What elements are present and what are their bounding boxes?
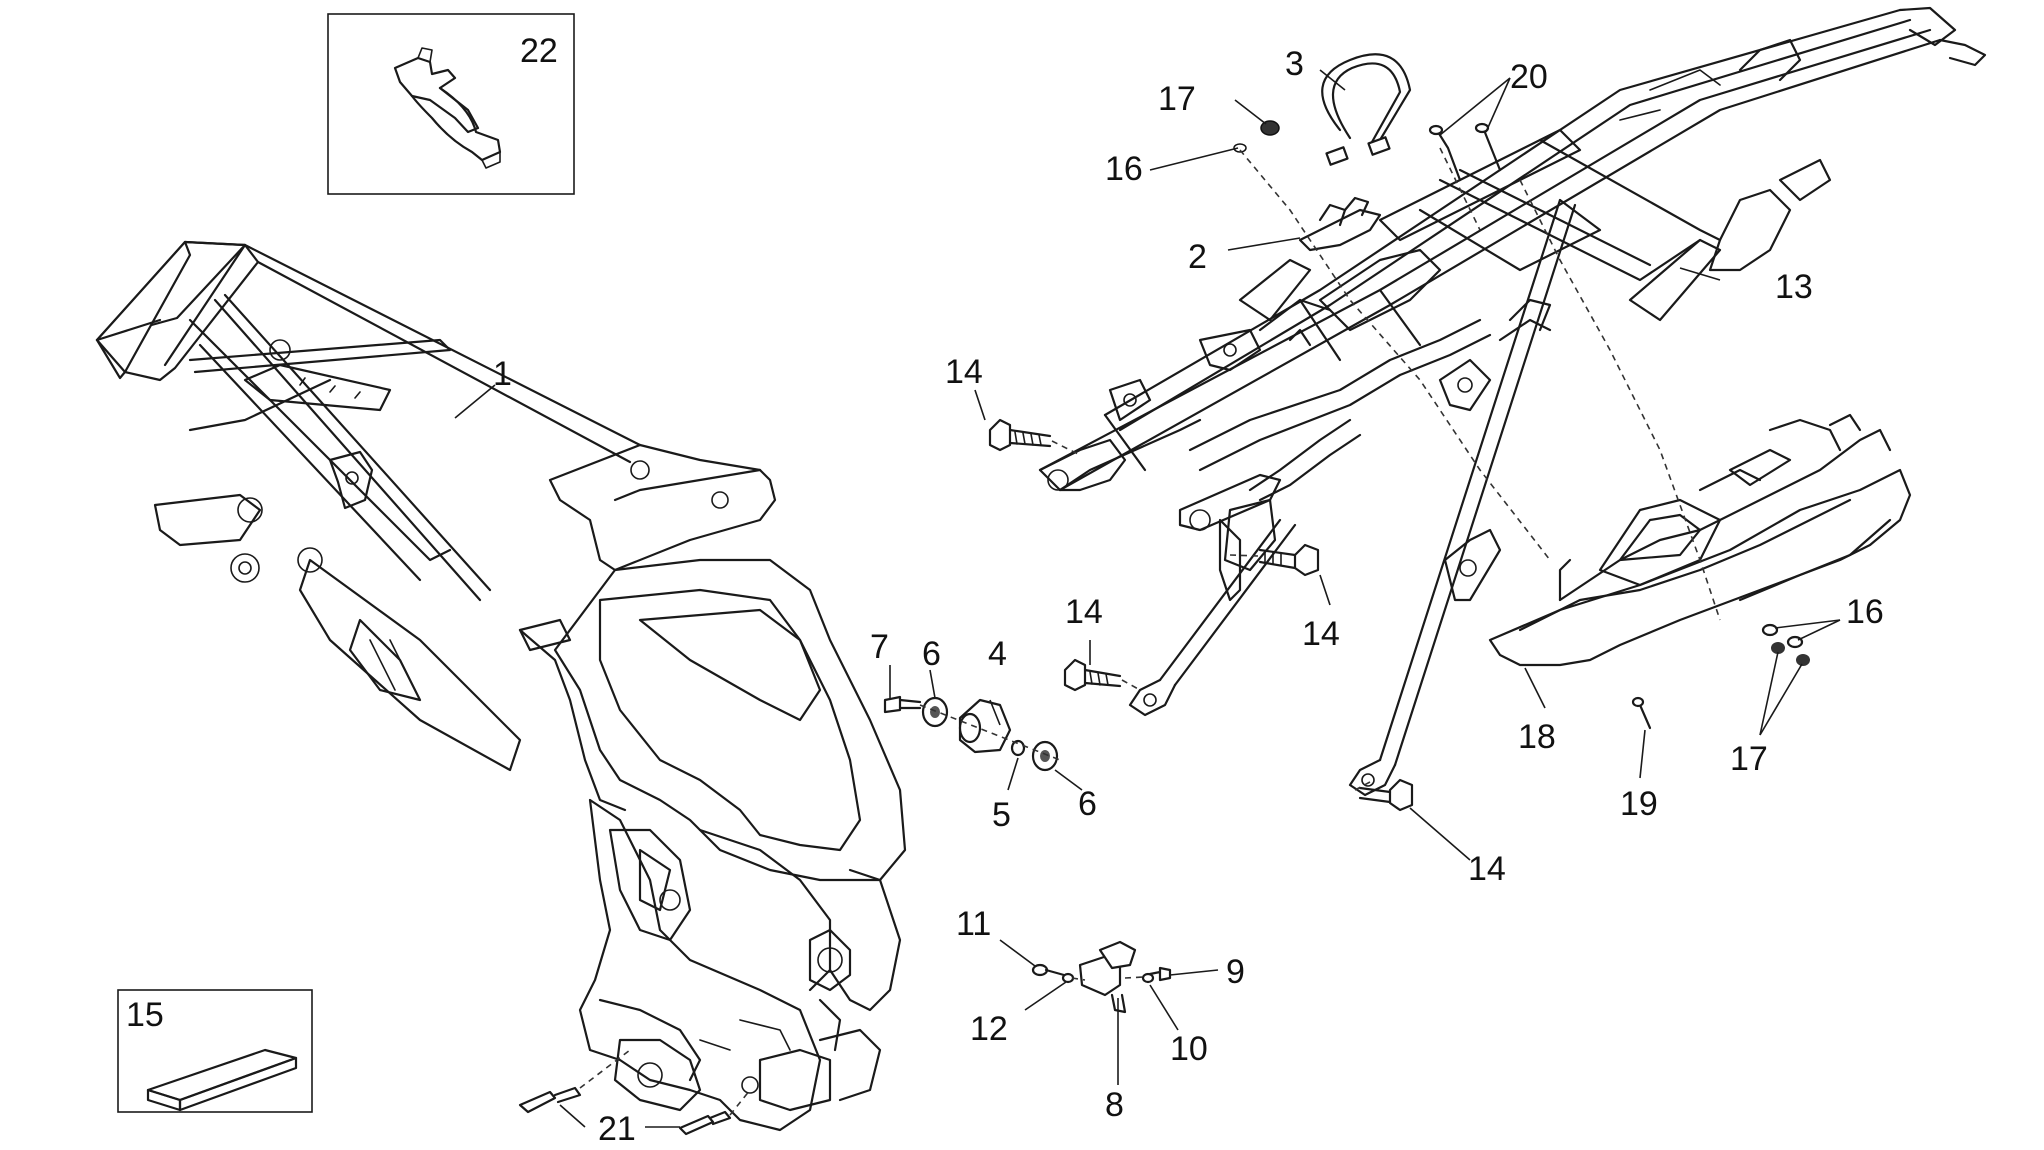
bolt-part-14-c	[1258, 543, 1320, 577]
label-3: 3	[1285, 45, 1304, 83]
label-19: 19	[1620, 785, 1658, 823]
label-9: 9	[1226, 953, 1245, 991]
label-1: 1	[493, 355, 512, 393]
rear-subframe-13	[1038, 6, 1987, 797]
label-13: 13	[1775, 268, 1813, 306]
bolt-part-20	[1428, 122, 1502, 182]
label-12: 12	[970, 1010, 1008, 1048]
stud-part-21	[518, 1086, 732, 1136]
bushing-assembly	[883, 695, 1059, 772]
label-14d: 14	[1468, 850, 1506, 888]
label-16a: 16	[1105, 150, 1143, 188]
main-frame-1	[95, 240, 907, 1132]
washer-part-16-top	[1233, 143, 1247, 153]
sensor-assembly	[1031, 940, 1172, 1014]
label-6b: 6	[1078, 785, 1097, 823]
label-18: 18	[1518, 718, 1556, 756]
label-4: 4	[988, 635, 1007, 673]
label-20: 20	[1510, 58, 1548, 96]
rear-fender-18	[1488, 413, 1912, 667]
pad-part-15	[146, 1048, 298, 1112]
label-5: 5	[992, 796, 1011, 834]
screw-part-19	[1631, 696, 1652, 730]
bolt-part-14-a	[988, 418, 1052, 452]
label-15: 15	[126, 996, 164, 1034]
callout-labels: 1 2 3 4 5 6 6 7 8 9 10 11 12 13 14 14 14…	[126, 32, 1884, 1148]
inset-box-22	[327, 13, 575, 195]
bolt-part-14-b	[1063, 658, 1122, 692]
fasteners-16-17-right	[1761, 623, 1810, 666]
strap-part-3	[1321, 53, 1412, 166]
label-14b: 14	[1065, 593, 1103, 631]
label-14c: 14	[1302, 615, 1340, 653]
label-14a: 14	[945, 353, 983, 391]
label-2: 2	[1188, 238, 1207, 276]
label-10: 10	[1170, 1030, 1208, 1068]
leader-lines	[454, 69, 1841, 1128]
label-21: 21	[598, 1110, 636, 1148]
label-17b: 17	[1730, 740, 1768, 778]
bolt-part-14-d	[1358, 778, 1414, 812]
label-16b: 16	[1846, 593, 1884, 631]
label-8: 8	[1105, 1086, 1124, 1124]
inset-box-15	[117, 989, 313, 1113]
label-17a: 17	[1158, 80, 1196, 118]
assembly-lines	[579, 147, 1721, 1116]
clamp-part-22	[393, 47, 502, 169]
label-11: 11	[956, 905, 991, 943]
label-22: 22	[520, 32, 558, 70]
bracket-part-2	[1298, 196, 1382, 252]
label-6a: 6	[922, 635, 941, 673]
label-7: 7	[870, 628, 889, 666]
